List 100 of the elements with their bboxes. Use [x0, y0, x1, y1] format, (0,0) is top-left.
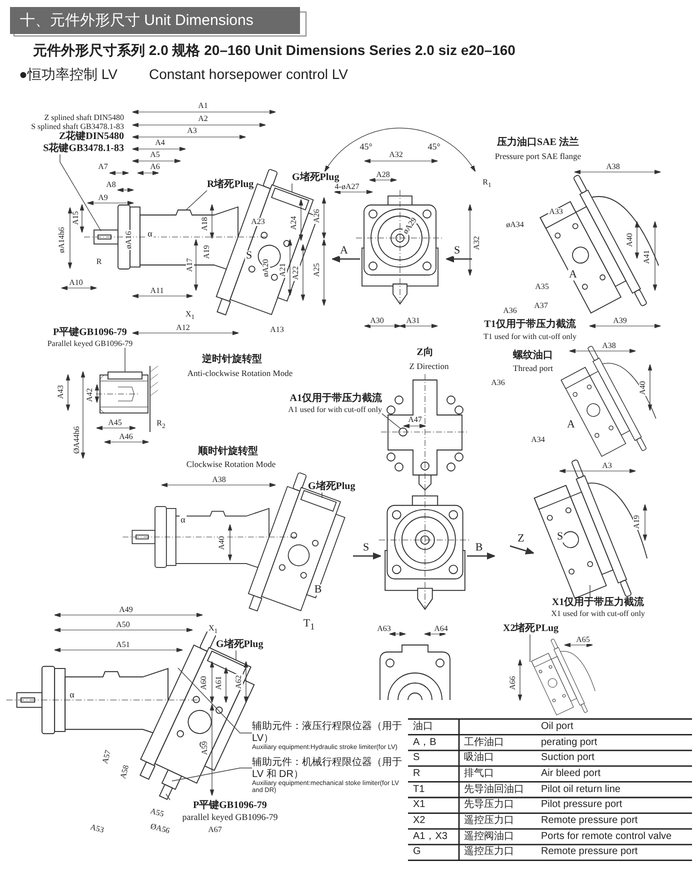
port-name: 遥控压力口: [463, 816, 515, 826]
port-letter: T$_{1}$: [302, 618, 316, 632]
note-text: G堵死Plug: [216, 639, 264, 650]
dimension-label: A2: [197, 115, 209, 123]
pump-port-block-drawing: [518, 638, 596, 716]
port-description: Air bleed port: [540, 768, 602, 779]
note-text: A1仅用于带压力截流: [288, 393, 382, 404]
port-description: Suction port: [540, 753, 596, 764]
dimension-label: A28: [375, 171, 391, 179]
port-name: 遥控阀油口: [463, 832, 515, 842]
dimension-label: A7: [97, 163, 109, 171]
port-description: Ports for remote control valve: [540, 832, 673, 842]
dimension-label: A8: [105, 181, 117, 189]
port-name: 遥控压力口: [463, 847, 515, 858]
pump-end-view-drawing: [380, 374, 470, 492]
port-letter: Z: [516, 534, 526, 544]
port-code: A，B: [412, 738, 438, 748]
dimension-label: A36: [490, 379, 506, 387]
dimension-label: øA20: [262, 258, 270, 278]
view-title: Z向: [416, 348, 434, 358]
dimension-label: A40: [218, 535, 226, 551]
port-code: A1，X3: [412, 832, 448, 842]
note-text: Z splined shaft DIN5480: [43, 113, 124, 122]
port-letter: S: [244, 250, 254, 262]
dimension-label: A33: [548, 208, 564, 216]
port-description: Pilot pressure port: [540, 800, 624, 810]
port-name: 排气口: [463, 768, 495, 779]
leader-line: [186, 190, 208, 210]
dimension-label: A15: [72, 210, 80, 226]
port-letter: A: [566, 420, 576, 430]
note-text: X2堵死PLug: [503, 623, 559, 634]
dimension-label: øA34: [505, 221, 525, 229]
leader-line: [124, 347, 126, 372]
control-mode-heading: ●恒功率控制 LV: [18, 67, 118, 81]
dimension-label: A21: [279, 262, 287, 278]
leader-line: [178, 668, 252, 734]
dimension-label: A25: [313, 262, 321, 278]
column-heading: 油口: [412, 722, 434, 732]
dimension-label: A39: [612, 317, 628, 325]
port-letter: B: [313, 584, 323, 596]
control-mode-heading: Constant horsepower control LV: [148, 67, 349, 81]
note-text: S花键GB3478.1-83: [42, 142, 124, 154]
port-code: X2: [412, 816, 426, 826]
dimension-label: A22: [292, 265, 300, 281]
dimension-label: A40: [639, 380, 647, 396]
view-title: Z Direction: [408, 362, 450, 370]
dimension-label: A30: [369, 317, 385, 325]
port-letter: B: [474, 542, 484, 554]
note-text: Parallel keyed GB1096-79: [46, 338, 134, 348]
port-description: Pilot oil return line: [540, 784, 622, 795]
view-title: Clockwise Rotation Mode: [185, 460, 277, 468]
port-code: T1: [412, 784, 426, 795]
port-code: G: [412, 847, 422, 858]
dimension-label: A66: [509, 675, 517, 691]
dimension-label: A38: [211, 476, 227, 484]
dimension-label: A32: [473, 235, 481, 251]
dimension-label: A18: [201, 216, 209, 232]
dimension-label: A50: [115, 621, 131, 629]
dimension-label: A55: [148, 807, 166, 819]
note-text: Z花键DIN5480: [58, 131, 124, 142]
port-letter: S: [556, 532, 564, 542]
dimension-label: A35: [534, 283, 550, 291]
dimension-label: A61: [215, 675, 223, 691]
note-text: 辅助元件：机械行程限位器（用于 LV 和 DR）: [252, 757, 403, 780]
port-description: perating port: [540, 738, 598, 748]
angle-label: α: [146, 230, 154, 238]
dimension-label: A63: [376, 625, 392, 633]
dimension-label: A53: [88, 823, 106, 835]
dimension-label: A36: [502, 307, 518, 315]
dimension-label: A11: [149, 287, 165, 295]
leader-line: [60, 154, 102, 232]
view-title: Pressure port SAE flange: [494, 152, 582, 160]
dimension-label: A47: [407, 416, 423, 424]
dimension-label: A9: [97, 194, 109, 202]
dimension-label: A3: [601, 462, 613, 470]
dimension-label: A1: [197, 102, 209, 110]
dimension-label: R$_{2}$: [156, 419, 166, 431]
port-code: S: [412, 753, 421, 764]
port-name: 先导油回油口: [463, 784, 525, 795]
dimension-label: A45: [107, 419, 123, 427]
dimension-label: A59: [201, 740, 209, 756]
dimension-label: A19: [203, 244, 211, 260]
dimension-label: A5: [149, 151, 161, 159]
dimension-label: A41: [643, 249, 651, 265]
dimension-label: A26: [313, 208, 321, 224]
dimension-label: A12: [175, 324, 191, 332]
dimension-label: A67: [207, 826, 223, 834]
view-title: Anti-clockwise Rotation Mode: [186, 368, 294, 378]
note-text: A1 used for with cut-off only: [287, 404, 382, 414]
dimension-label: A62: [235, 674, 243, 690]
dimension-label: A13: [269, 326, 285, 334]
dimension-label: øA16: [125, 230, 133, 250]
port-code: R: [412, 768, 422, 779]
view-title: 压力油口SAE 法兰: [496, 138, 580, 148]
dimension-label: A49: [118, 606, 134, 614]
dimension-label: R$_{1}$: [482, 178, 492, 190]
section-heading: 十、元件外形尺寸 Unit Dimensions: [10, 7, 300, 34]
dimension-label: A23: [250, 218, 266, 226]
note-text: S splined shaft GB3478.1-83: [30, 122, 124, 132]
note-text: P平键GB1096-79: [192, 800, 268, 812]
